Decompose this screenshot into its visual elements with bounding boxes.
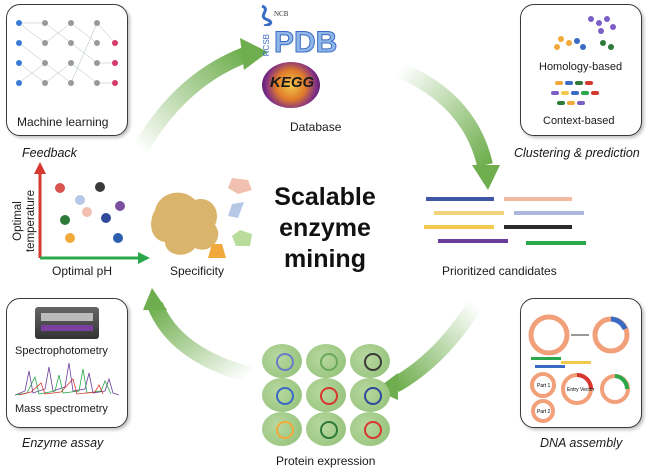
protein-expression-label: Protein expression xyxy=(276,454,376,468)
cell-icon xyxy=(306,412,346,446)
arrow-feedback-to-database xyxy=(133,47,248,154)
arrow-expression-to-specificity xyxy=(147,301,253,383)
spectrophotometry-label: Spectrophotometry xyxy=(15,345,108,357)
neural-network-icon xyxy=(16,20,118,86)
cell-icon xyxy=(262,412,302,446)
enzyme-assay-caption: Enzyme assay xyxy=(22,436,104,450)
cell-icon xyxy=(306,344,346,378)
candidate-bar xyxy=(438,239,508,243)
kegg-logo: KEGG xyxy=(262,62,320,108)
dot xyxy=(82,207,92,217)
x-axis-label: Optimal pH xyxy=(52,264,113,278)
machine-learning-label: Machine learning xyxy=(17,115,109,129)
cell-icon xyxy=(262,344,302,378)
candidate-bar xyxy=(424,225,494,229)
candidate-bar xyxy=(504,225,572,229)
arrow-database-to-candidates xyxy=(396,62,493,167)
specificity-plot xyxy=(34,162,252,264)
mass-spectrometry-label: Mass spectrometry xyxy=(15,403,108,415)
pentagon-shape xyxy=(232,230,252,246)
arrowhead xyxy=(240,38,268,70)
database-label: Database xyxy=(290,120,342,134)
enzyme-assay-panel: Spectrophotometry Mass spectrometry xyxy=(6,298,128,428)
cell-icon xyxy=(350,412,390,446)
dot xyxy=(65,233,75,243)
y-axis-label: Optimal temperature xyxy=(12,190,37,253)
svg-text:Part 2: Part 2 xyxy=(537,409,551,415)
title-line: enzyme xyxy=(279,214,371,242)
cell-icon xyxy=(262,378,302,412)
dot xyxy=(113,233,123,243)
enzyme-blob-icon xyxy=(151,192,219,255)
arrowhead xyxy=(143,288,167,310)
svg-text:Entry Vector: Entry Vector xyxy=(567,387,595,393)
specificity-label: Specificity xyxy=(170,264,225,278)
rcsb-pdb-logo: RCSB PDB xyxy=(262,26,338,60)
title-line: mining xyxy=(284,245,366,273)
candidate-bar xyxy=(426,197,494,201)
cell-icon xyxy=(306,378,346,412)
dot xyxy=(60,215,70,225)
cell-icon xyxy=(350,378,390,412)
plasmid-assembly-icon: Part 1 Entry Vector Part 2 xyxy=(528,314,630,423)
homology-based-label: Homology-based xyxy=(539,61,623,73)
dot xyxy=(55,183,65,193)
candidates-label: Prioritized candidates xyxy=(442,264,557,278)
clustering-caption: Clustering & prediction xyxy=(514,146,640,160)
candidate-bar xyxy=(526,241,586,245)
y-axis-arrowhead xyxy=(34,162,46,174)
x-axis-arrowhead xyxy=(138,252,150,264)
candidate-bar xyxy=(434,211,504,215)
arrow-candidates-to-expression xyxy=(391,300,482,392)
dna-assembly-caption: DNA assembly xyxy=(540,436,623,450)
ncbi-logo: NCBI xyxy=(258,4,291,28)
candidate-bar xyxy=(514,211,584,215)
context-based-label: Context-based xyxy=(543,115,615,127)
hexagon-shape xyxy=(228,178,252,194)
center-title: Scalable enzyme mining xyxy=(245,182,405,275)
clustering-panel: Homology-based Context-based xyxy=(520,4,642,136)
title-line: Scalable xyxy=(274,183,376,211)
candidate-bars xyxy=(424,197,586,245)
trapezoid-shape xyxy=(208,244,226,258)
feedback-caption: Feedback xyxy=(22,146,77,160)
context-cluster-icon xyxy=(551,81,599,105)
diamond-shape xyxy=(228,202,244,218)
arrowhead xyxy=(472,165,500,190)
dna-assembly-panel: Part 1 Entry Vector Part 2 xyxy=(520,298,642,428)
dot xyxy=(75,195,85,205)
mass-spectrum-icon xyxy=(15,362,119,396)
dot xyxy=(115,201,125,211)
cell-grid xyxy=(262,344,392,446)
homology-cluster-icon xyxy=(554,16,616,50)
svg-text:NCBI: NCBI xyxy=(274,10,288,18)
svg-text:Part 1: Part 1 xyxy=(537,383,551,389)
dot xyxy=(95,182,105,192)
cell-icon xyxy=(350,344,390,378)
machine-learning-panel: Machine learning xyxy=(6,4,128,136)
dot xyxy=(101,213,111,223)
spectrophotometer-icon xyxy=(35,307,99,339)
candidate-bar xyxy=(504,197,572,201)
